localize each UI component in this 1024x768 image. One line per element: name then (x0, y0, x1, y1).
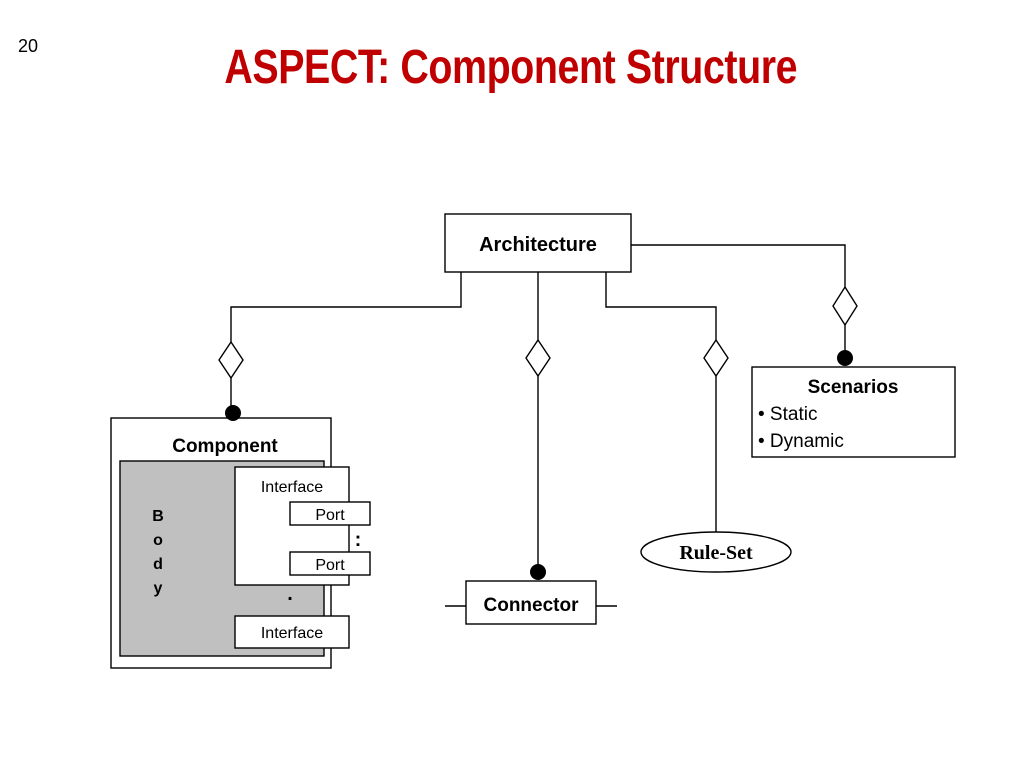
connector-dot (530, 564, 546, 580)
body-letter-y: y (154, 580, 163, 597)
component-label: Component (172, 436, 278, 457)
port-ellipsis-colon: : (355, 529, 362, 551)
interface-bottom-label: Interface (261, 625, 323, 642)
slide-title: ASPECT: Component Structure (224, 41, 798, 94)
interface-ellipsis-dot: . (287, 583, 293, 605)
scenarios-item-dynamic: • Dynamic (758, 431, 844, 452)
scenarios-dot (837, 350, 853, 366)
scenarios-box (751, 366, 956, 458)
connector-box (465, 580, 597, 625)
architecture-to-scenarios-line (631, 244, 846, 287)
port-box-1 (289, 501, 371, 526)
body-letter-o: o (153, 532, 163, 549)
architecture-box (444, 213, 632, 273)
port-label-1: Port (315, 507, 345, 524)
scenarios-aggregation-diamond (832, 285, 858, 327)
architecture-to-component-line (230, 272, 462, 342)
interface-box-bottom (234, 615, 350, 649)
scenarios-item-static: • Static (758, 404, 817, 425)
connector-aggregation-diamond (525, 338, 551, 378)
ruleset-aggregation-diamond (703, 338, 729, 378)
slide-number: 20 (18, 36, 39, 56)
connector-label: Connector (484, 595, 580, 616)
ruleset-ellipse (640, 531, 792, 573)
scenarios-title: Scenarios (808, 377, 899, 398)
body-letter-b: B (152, 508, 164, 525)
port-box-2 (289, 551, 371, 576)
component-dot (225, 405, 241, 421)
architecture-to-ruleset-line (605, 272, 717, 340)
ruleset-label: Rule-Set (679, 542, 753, 564)
interface-top-label: Interface (261, 479, 323, 496)
body-letter-d: d (153, 556, 163, 573)
port-label-2: Port (315, 557, 345, 574)
component-aggregation-diamond (218, 340, 244, 380)
architecture-label: Architecture (479, 234, 597, 256)
